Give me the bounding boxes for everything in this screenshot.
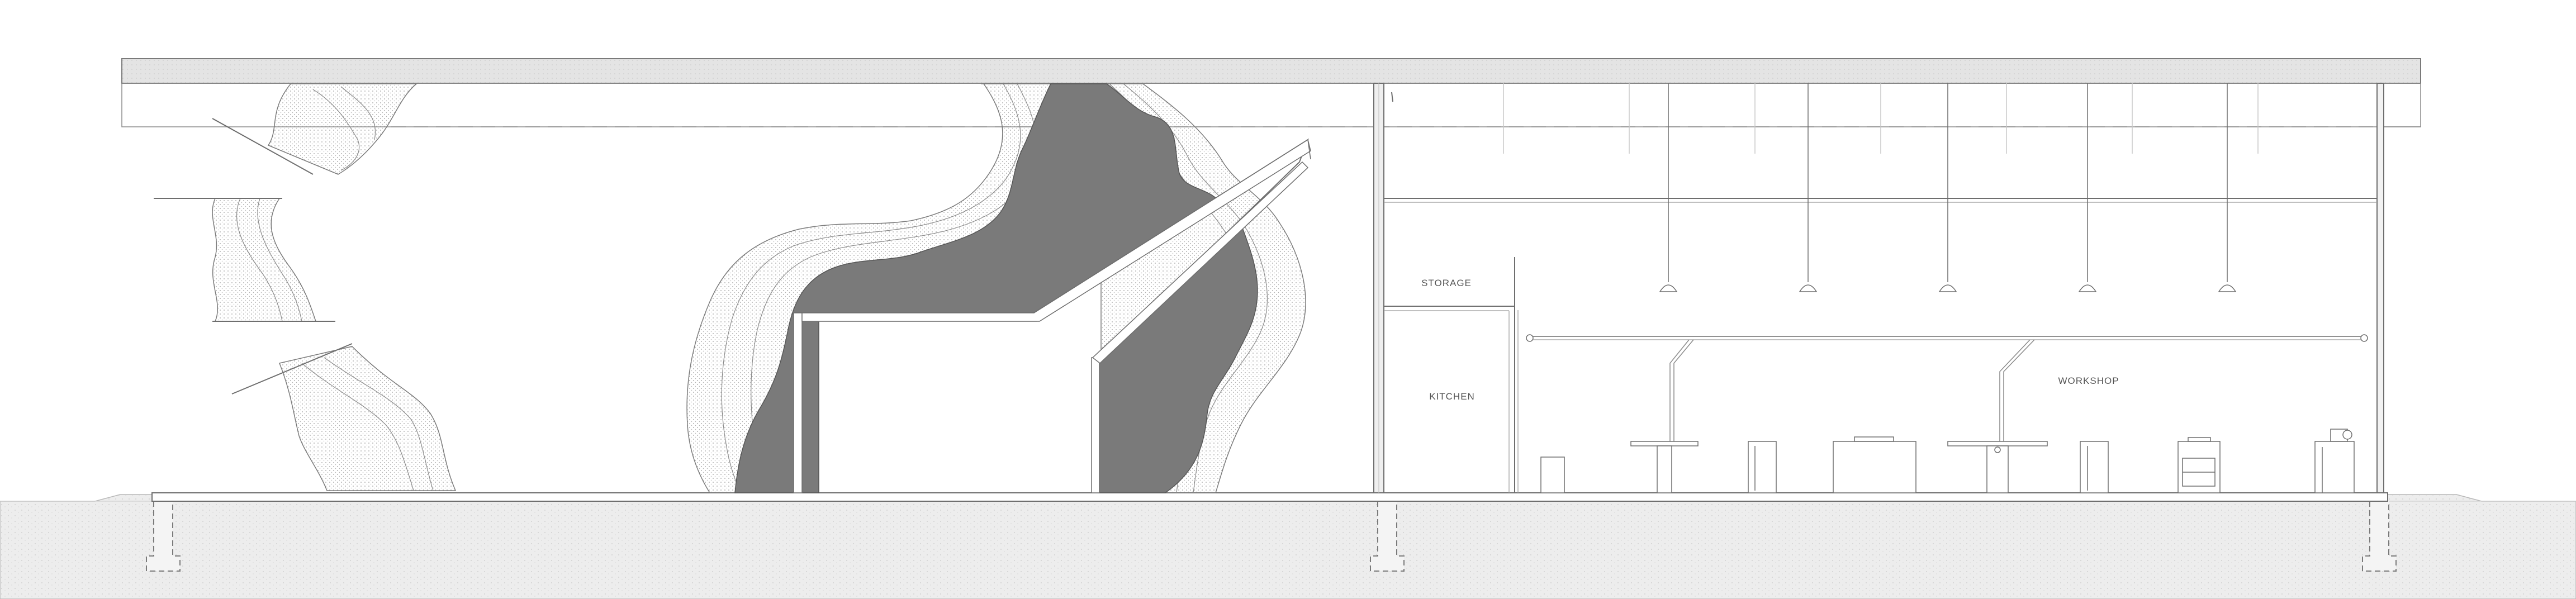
central-cave <box>686 83 1311 493</box>
terrain-fragment-upper <box>212 83 418 175</box>
roof <box>121 58 2421 127</box>
pendant-light <box>1938 83 1957 292</box>
cabinet <box>2080 441 2109 493</box>
pendant-light <box>1799 83 1818 292</box>
drill-press <box>2177 437 2221 493</box>
terrain-fragment-middle <box>154 198 335 322</box>
room-label-workshop: WORKSHOP <box>2058 375 2119 386</box>
pendant-light <box>1659 83 1678 292</box>
pendant-light <box>2218 83 2237 292</box>
clerestory-mullions <box>1503 83 2259 154</box>
terrain-fragment-lower <box>231 343 457 491</box>
cabinet <box>1748 441 1777 493</box>
band-saw <box>2314 429 2355 493</box>
pendant-lights <box>1659 83 2237 292</box>
extraction-arms <box>1669 339 2035 441</box>
foundation-footings <box>146 501 2397 572</box>
room-label-kitchen: KITCHEN <box>1429 391 1475 402</box>
stool <box>1540 457 1565 493</box>
workbench <box>1947 441 2048 493</box>
crane-rail <box>1526 334 2368 342</box>
machine-table <box>1833 436 1916 493</box>
ground <box>0 494 2576 599</box>
storage-kitchen-partitions <box>1384 257 1519 493</box>
central-wall <box>1373 83 1384 493</box>
workbench <box>1630 441 1699 493</box>
pendant-light <box>2078 83 2097 292</box>
right-building <box>1384 83 2421 493</box>
room-label-storage: STORAGE <box>1421 278 1472 288</box>
room-labels: STORAGE KITCHEN WORKSHOP <box>1421 278 2119 402</box>
workshop-furniture <box>1540 429 2355 493</box>
floor-slab <box>151 492 2388 502</box>
